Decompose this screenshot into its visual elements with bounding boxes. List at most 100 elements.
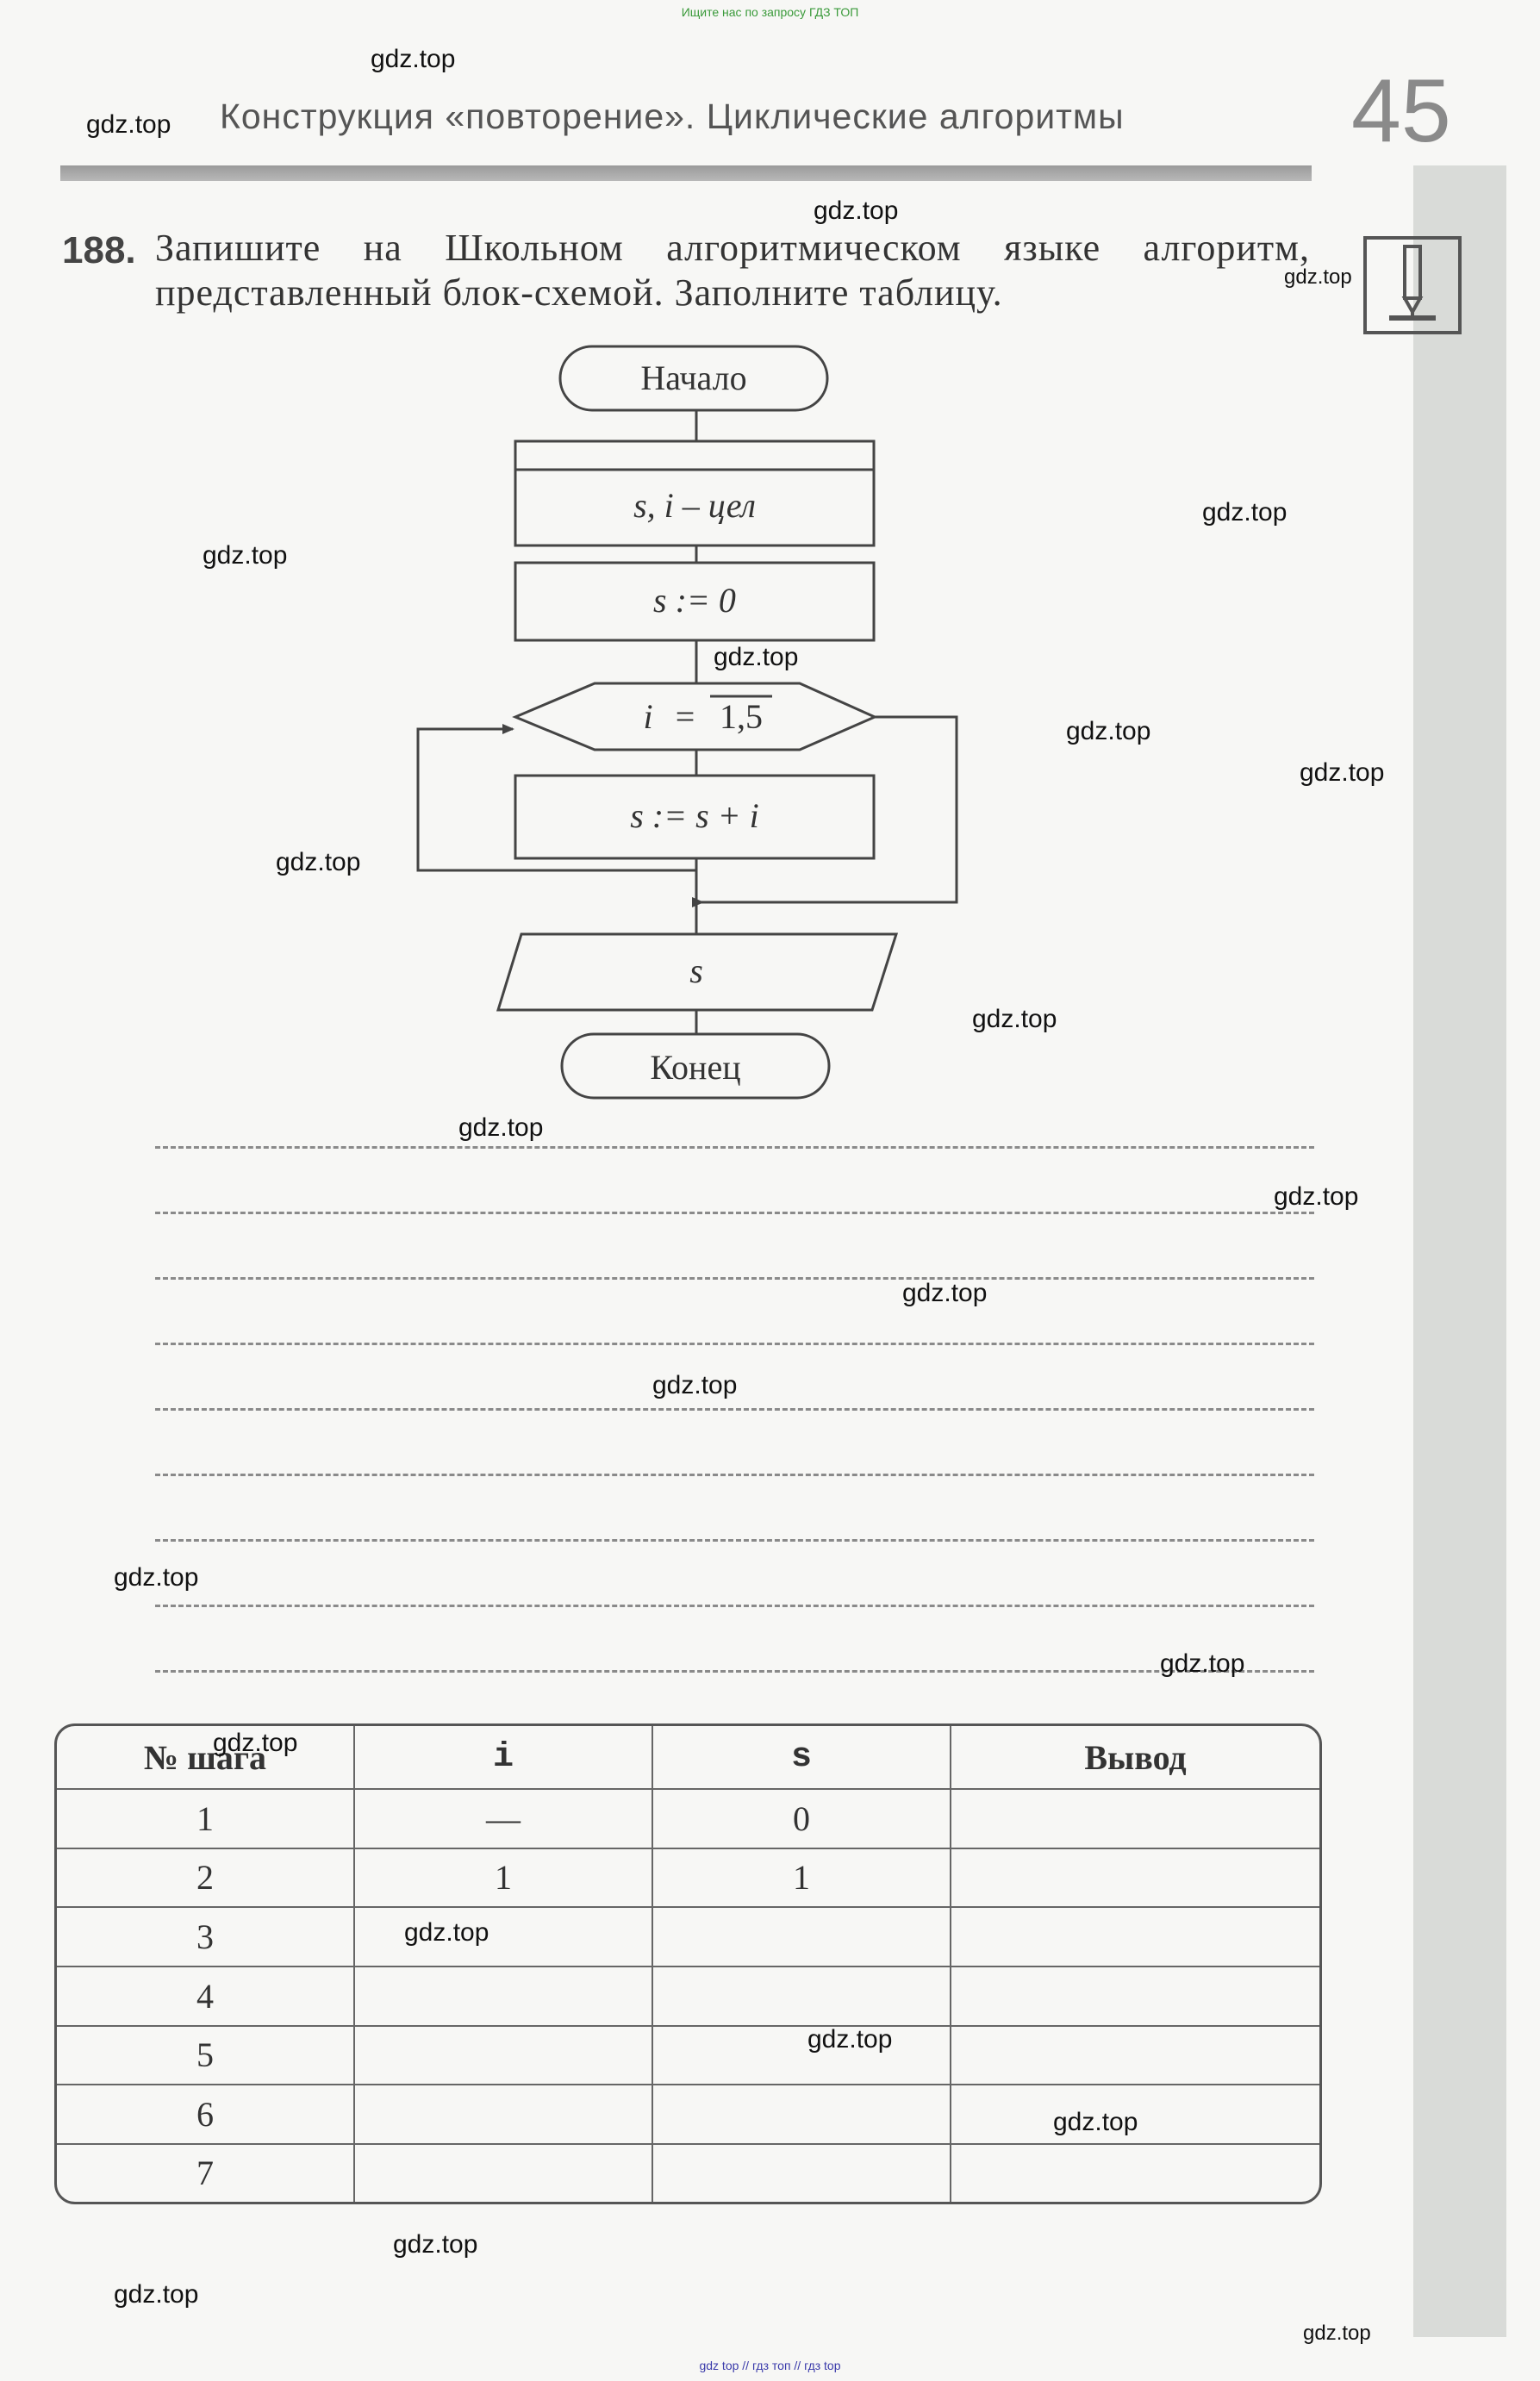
flowchart-end [560,1032,831,1100]
cell-step: 7 [57,2142,355,2202]
header-rule [60,165,1312,181]
answer-line[interactable] [155,1277,1314,1280]
cell-step: 1 [57,1788,355,1849]
watermark: gdz.top [404,1918,489,1947]
watermark: gdz.top [213,1729,298,1757]
flowchart-declare-label: s, i – цел [633,486,756,525]
cell-s[interactable] [652,1965,951,2027]
cell-output[interactable] [950,1847,1319,1909]
watermark: gdz.top [972,1005,1057,1033]
trace-table: № шага i s Вывод 1 — 0 2 1 1 3 [57,1726,1319,2202]
cell-output[interactable] [950,1788,1319,1849]
cell-step: 2 [57,1847,355,1909]
cell-step: 4 [57,1965,355,2027]
answer-line[interactable] [155,1146,1314,1149]
flowchart-body-label: s := s + i [630,796,759,835]
flowchart-loop-range: 1,5 [720,697,763,736]
flowchart-declare [514,439,876,547]
table-row: 3 [57,1906,1319,1967]
flowchart-init [514,561,876,642]
watermark: gdz.top [1053,2108,1138,2136]
answer-line[interactable] [155,1539,1314,1542]
table-row: 4 [57,1965,1319,2027]
cell-output[interactable] [950,1906,1319,1967]
table-row: 5 [57,2024,1319,2086]
watermark: gdz.top [276,848,361,876]
watermark: gdz.top [1274,1182,1359,1211]
cell-i: — [353,1788,653,1849]
flowchart-body [514,774,876,860]
watermark: gdz.top [203,541,288,570]
watermark: gdz.top [1066,717,1151,745]
cell-output[interactable] [950,2084,1319,2145]
header-i: i [353,1726,653,1790]
cell-i[interactable] [353,2084,653,2145]
search-hint: Ищите нас по запросу ГДЗ ТОП [681,5,859,19]
cell-i[interactable] [353,2024,653,2086]
watermark: gdz.top [86,110,171,139]
header-output: Вывод [950,1726,1319,1790]
page-side-band [1413,165,1506,2337]
watermark: gdz.top [1300,758,1385,787]
answer-line[interactable] [155,1474,1314,1476]
table-row: 2 1 1 [57,1847,1319,1909]
footer-note: gdz top // гдз топ // гдз top [699,2359,841,2372]
watermark: gdz.top [807,2025,893,2054]
answer-line[interactable] [155,1408,1314,1411]
cell-s: 1 [652,1847,951,1909]
page-header-title: Конструкция «повторение». Циклические ал… [220,97,1125,136]
watermark: gdz.top [114,2280,199,2309]
watermark: gdz.top [371,45,456,73]
watermark: gdz.top [393,2230,478,2259]
table-row: 7 [57,2142,1319,2202]
watermark: gdz.top [814,196,899,225]
cell-i[interactable] [353,1906,653,1967]
answer-line[interactable] [155,1670,1314,1673]
cell-output[interactable] [950,2024,1319,2086]
flowchart-output [496,932,899,1012]
table-row: 1 — 0 [57,1788,1319,1849]
cell-i[interactable] [353,1965,653,2027]
task-text: Запишите на Школьном алгоритмическом язы… [155,227,1310,314]
watermark: gdz.top [1284,265,1352,289]
header-s: s [652,1726,951,1790]
cell-output[interactable] [950,1965,1319,2027]
watermark: gdz.top [1160,1649,1245,1678]
cell-s[interactable] [652,1906,951,1967]
answer-line[interactable] [155,1212,1314,1214]
pencil-write-icon [1363,236,1462,334]
cell-output[interactable] [950,2142,1319,2202]
cell-i: 1 [353,1847,653,1909]
flowchart-end-label: Конец [650,1048,740,1087]
task-number: 188. [62,229,136,271]
flowchart-output-label: s [689,951,703,990]
flowchart-loop [512,682,878,751]
flowchart-loop-eq: = [676,697,695,736]
watermark: gdz.top [714,643,799,671]
cell-step: 5 [57,2024,355,2086]
cell-i[interactable] [353,2142,653,2202]
cell-s[interactable] [652,2084,951,2145]
cell-s: 0 [652,1788,951,1849]
table-row: 6 [57,2084,1319,2145]
watermark: gdz.top [1202,498,1287,527]
header-step: № шага [57,1726,355,1790]
page-number: 45 [1351,61,1451,161]
cell-s[interactable] [652,2024,951,2086]
watermark: gdz.top [1303,2322,1371,2345]
flowchart-start-label: Начало [640,358,746,397]
watermark: gdz.top [458,1113,544,1142]
flowchart-loop-var: i [643,697,652,736]
watermark: gdz.top [652,1371,738,1399]
flowchart-init-label: s := 0 [653,581,736,620]
cell-step: 6 [57,2084,355,2145]
flowchart-start [558,345,829,412]
flowchart: Начало s, i – цел s := 0 i = 1,5 s := s … [416,345,958,1100]
watermark: gdz.top [114,1563,199,1592]
answer-line[interactable] [155,1605,1314,1607]
answer-lines [155,1146,1314,1736]
answer-line[interactable] [155,1343,1314,1345]
trace-table-box: № шага i s Вывод 1 — 0 2 1 1 3 [54,1723,1322,2204]
watermark: gdz.top [902,1279,988,1307]
cell-s[interactable] [652,2142,951,2202]
